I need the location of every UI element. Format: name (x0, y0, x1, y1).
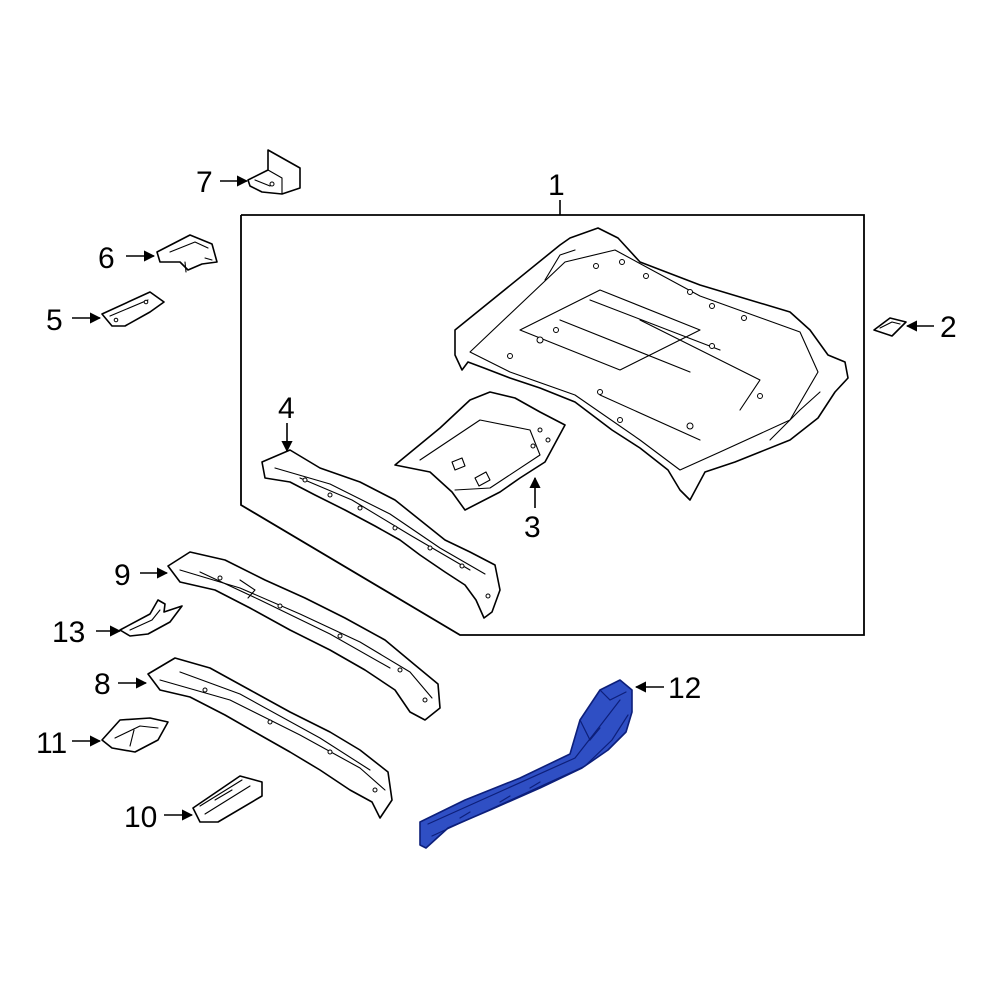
bracket-part-13[interactable] (119, 599, 183, 637)
clip-part[interactable] (873, 317, 907, 337)
callout-9: 9 (114, 559, 131, 592)
rail-part-4[interactable] (261, 449, 501, 619)
callout-6: 6 (98, 242, 115, 275)
callout-2: 2 (940, 311, 957, 344)
bracket-part-11[interactable] (101, 717, 169, 753)
panel-part-10[interactable] (192, 775, 263, 823)
callout-10: 10 (124, 801, 157, 834)
callout-1: 1 (548, 169, 565, 202)
bracket-part-6[interactable] (156, 234, 218, 273)
callout-5: 5 (46, 304, 63, 337)
floor-panel-part[interactable] (394, 391, 566, 511)
callout-4: 4 (278, 392, 295, 425)
assembly-frame (240, 214, 865, 636)
callout-11: 11 (36, 727, 67, 760)
bracket-part-7[interactable] (247, 149, 301, 195)
floor-pan-part[interactable] (454, 227, 849, 501)
crossmember-part-8[interactable] (147, 657, 393, 819)
crossmember-part-9[interactable] (167, 551, 441, 721)
callout-8: 8 (94, 668, 111, 701)
side-rail-part-12[interactable] (419, 679, 633, 849)
callout-7: 7 (196, 166, 213, 199)
callout-12: 12 (668, 672, 701, 705)
bracket-part-5[interactable] (101, 291, 165, 327)
callout-3: 3 (524, 511, 541, 544)
callout-13: 13 (52, 616, 85, 649)
